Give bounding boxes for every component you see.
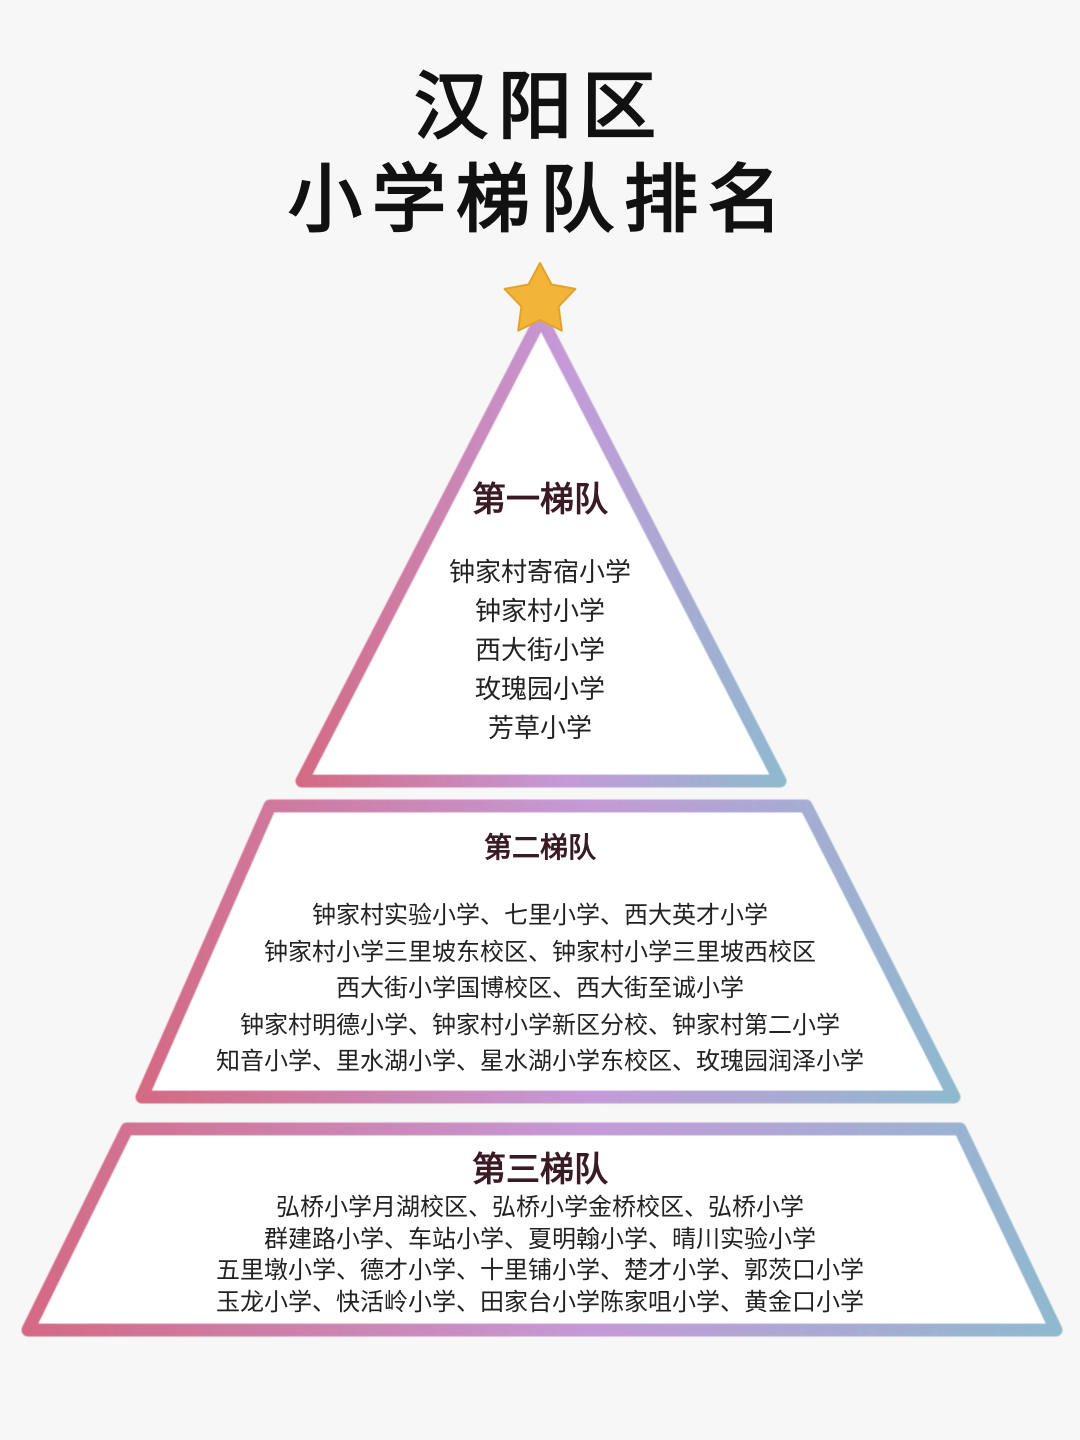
- list-item: 玫瑰园小学: [474, 675, 605, 705]
- page-title-line-2: 小学梯队排名: [288, 157, 792, 243]
- list-item: 钟家村寄宿小学: [448, 558, 631, 588]
- list-item: 芳草小学: [487, 714, 592, 744]
- list-item: 群建路小学、车站小学、夏明翰小学、晴川实验小学: [264, 1224, 816, 1253]
- tier-1-frame: [295, 311, 787, 788]
- list-item: 西大街小学国博校区、西大街至诚小学: [336, 974, 744, 1002]
- list-item: 西大街小学: [474, 636, 605, 666]
- tier-1-heading: 第一梯队: [472, 480, 608, 520]
- tier-1-school-list: 钟家村寄宿小学 钟家村小学 西大街小学 玫瑰园小学 芳草小学: [0, 554, 1080, 749]
- list-item: 五里墩小学、德才小学、十里铺小学、楚才小学、郭茨口小学: [216, 1256, 864, 1284]
- star-icon: [503, 262, 577, 332]
- tier-3-school-list: 弘桥小学月湖校区、弘桥小学金桥校区、弘桥小学 群建路小学、车站小学、夏明翰小学、…: [0, 1192, 1080, 1318]
- tier-3-frame: [21, 1122, 1063, 1337]
- list-item: 知音小学、里水湖小学、星水湖小学东校区、玫瑰园润泽小学: [216, 1047, 864, 1075]
- tier-2-frame: [135, 799, 961, 1104]
- list-item: 弘桥小学月湖校区、弘桥小学金桥校区、弘桥小学: [276, 1193, 804, 1221]
- list-item: 钟家村小学: [474, 597, 605, 627]
- page-title-line-1: 汉阳区: [414, 64, 666, 150]
- tier-2-heading: 第二梯队: [483, 831, 596, 864]
- list-item: 玉龙小学、快活岭小学、田家台小学陈家咀小学、黄金口小学: [216, 1287, 864, 1316]
- tier-2-school-list: 钟家村实验小学、七里小学、西大英才小学 钟家村小学三里坡东校区、钟家村小学三里坡…: [0, 897, 1080, 1080]
- list-item: 钟家村小学三里坡东校区、钟家村小学三里坡西校区: [264, 937, 816, 966]
- tier-3-heading: 第三梯队: [472, 1150, 608, 1190]
- list-item: 钟家村实验小学、七里小学、西大英才小学: [312, 901, 768, 929]
- list-item: 钟家村明德小学、钟家村小学新区分校、钟家村第二小学: [240, 1010, 840, 1039]
